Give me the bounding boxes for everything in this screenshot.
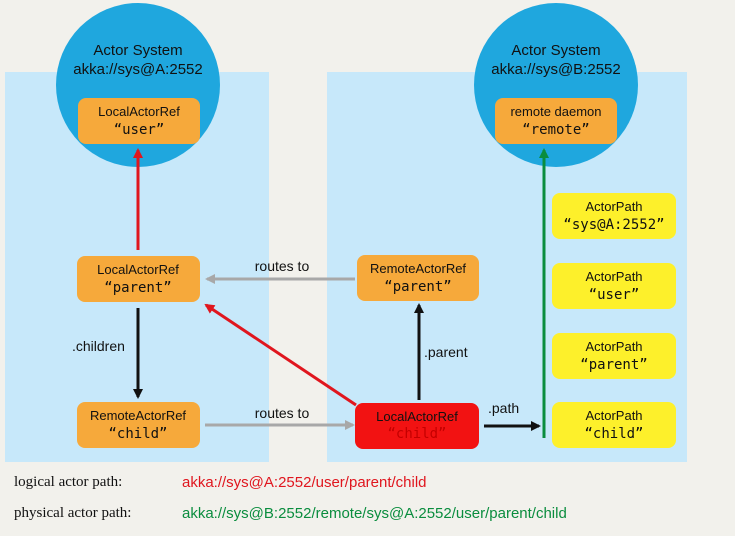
svg-text:LocalActorRef: LocalActorRef — [376, 409, 458, 424]
node-child-remote: RemoteActorRef “child” — [77, 402, 200, 448]
svg-text:RemoteActorRef: RemoteActorRef — [370, 261, 466, 276]
svg-text:remote daemon: remote daemon — [510, 104, 601, 119]
path-box-child: ActorPath “child” — [552, 402, 676, 448]
arrow-child-to-parent — [204, 303, 357, 407]
svg-text:ActorPath: ActorPath — [585, 269, 642, 284]
svg-text:LocalActorRef: LocalActorRef — [97, 262, 179, 277]
svg-text:“sys@A:2552”: “sys@A:2552” — [563, 217, 664, 233]
svg-text:“user”: “user” — [589, 287, 640, 303]
system-a-address: akka://sys@A:2552 — [73, 61, 202, 78]
svg-text:“remote”: “remote” — [522, 122, 589, 138]
node-remote-daemon: remote daemon “remote” — [495, 98, 617, 144]
edge-label-path: .path — [488, 400, 519, 416]
svg-text:“child”: “child” — [387, 426, 446, 442]
edge-label-parent: .parent — [424, 344, 468, 360]
system-b-address: akka://sys@B:2552 — [491, 61, 620, 78]
legend-logical-value: akka://sys@A:2552/user/parent/child — [182, 474, 427, 491]
svg-text:RemoteActorRef: RemoteActorRef — [90, 408, 186, 423]
legend-physical-value: akka://sys@B:2552/remote/sys@A:2552/user… — [182, 505, 567, 522]
svg-text:“parent”: “parent” — [384, 279, 451, 295]
legend-logical-label: logical actor path: — [14, 474, 123, 490]
system-b-title: Actor System — [511, 42, 600, 59]
svg-text:ActorPath: ActorPath — [585, 199, 642, 214]
path-box-parent: ActorPath “parent” — [552, 333, 676, 379]
svg-text:ActorPath: ActorPath — [585, 339, 642, 354]
svg-text:“parent”: “parent” — [104, 280, 171, 296]
edge-label-children: .children — [72, 338, 125, 354]
svg-text:“parent”: “parent” — [580, 357, 647, 373]
svg-text:“child”: “child” — [584, 426, 643, 442]
edge-label-routes-to-bottom: routes to — [255, 405, 310, 421]
edge-label-routes-to-top: routes to — [255, 258, 310, 274]
svg-text:LocalActorRef: LocalActorRef — [98, 104, 180, 119]
path-box-sys: ActorPath “sys@A:2552” — [552, 193, 676, 239]
node-parent-local: LocalActorRef “parent” — [77, 256, 200, 302]
legend-physical-label: physical actor path: — [14, 505, 132, 521]
svg-text:ActorPath: ActorPath — [585, 408, 642, 423]
node-user-ref: LocalActorRef “user” — [78, 98, 200, 144]
path-box-user: ActorPath “user” — [552, 263, 676, 309]
svg-text:“user”: “user” — [114, 122, 165, 138]
node-parent-remote: RemoteActorRef “parent” — [357, 255, 479, 301]
svg-text:“child”: “child” — [108, 426, 167, 442]
system-a-title: Actor System — [93, 42, 182, 59]
node-child-local: LocalActorRef “child” — [355, 403, 479, 449]
